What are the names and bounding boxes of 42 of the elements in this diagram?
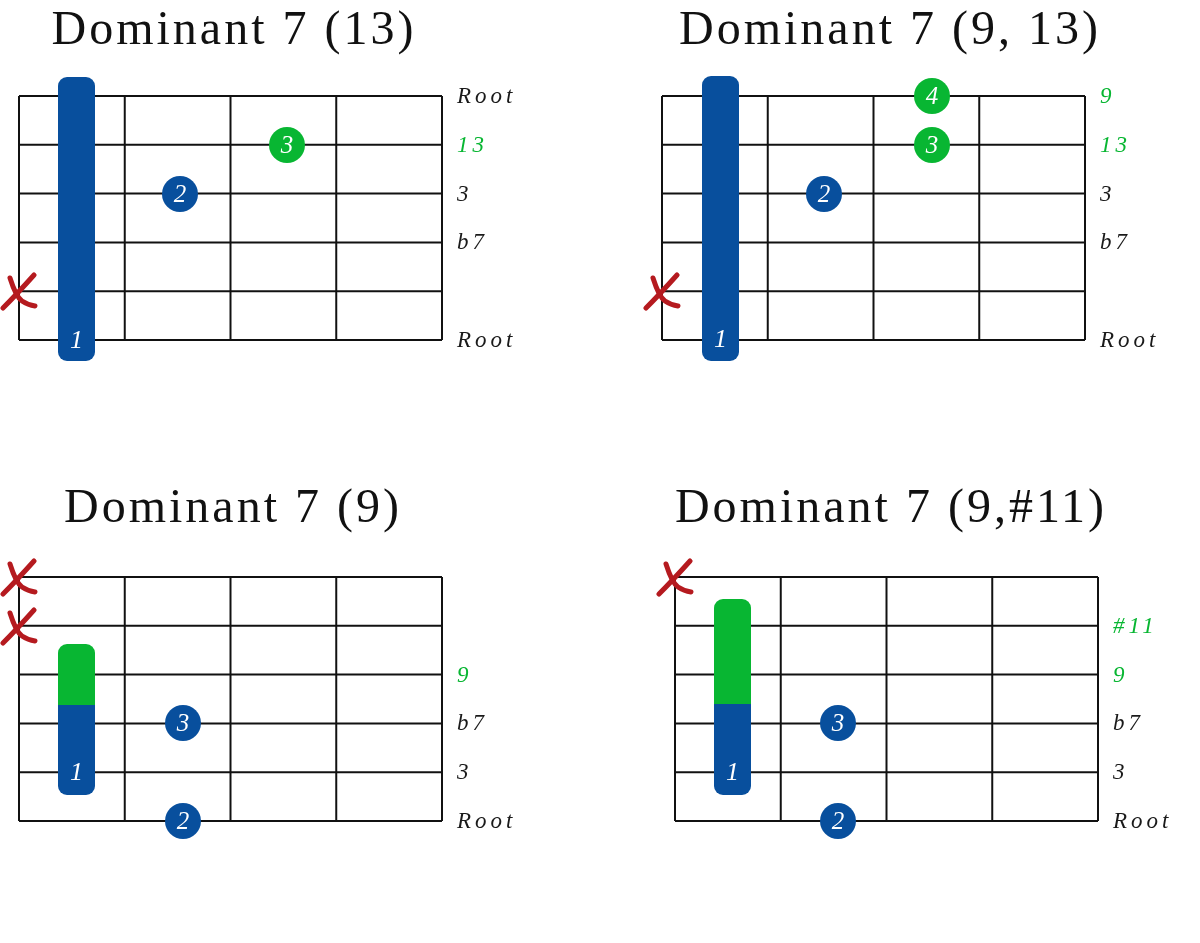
interval-label: b7 (457, 228, 488, 257)
finger-dot: 3 (165, 705, 201, 742)
finger-number: 1 (726, 757, 739, 787)
chord-title: Dominant 7 (9, 13) (679, 0, 1101, 56)
finger-dot: 3 (914, 126, 950, 163)
finger-number: 1 (70, 757, 83, 787)
chord-title: Dominant 7 (9) (64, 478, 402, 534)
finger-number: 1 (714, 324, 727, 354)
interval-label: 3 (1113, 758, 1129, 787)
interval-label: Root (457, 807, 517, 835)
chord-title: Dominant 7 (9,#11) (674, 478, 1108, 534)
interval-label: Root (457, 82, 517, 110)
interval-label: #11 (1113, 611, 1158, 640)
finger-number: 1 (70, 325, 83, 355)
interval-label: 9 (1113, 660, 1129, 689)
interval-label: 13 (1100, 130, 1131, 159)
interval-label: b7 (1113, 709, 1144, 738)
finger-dot: 3 (269, 126, 305, 163)
interval-label: Root (1113, 807, 1173, 835)
finger-dot: 4 (914, 78, 950, 114)
interval-label: 3 (457, 758, 473, 787)
finger-dot: 2 (165, 803, 201, 839)
barre-bar (58, 77, 95, 361)
finger-dot: 2 (806, 175, 842, 212)
interval-label: Root (457, 326, 517, 354)
barre-bar (58, 644, 95, 705)
interval-label: 9 (1100, 82, 1116, 110)
interval-label: b7 (1100, 228, 1131, 257)
finger-dot: 2 (820, 803, 856, 839)
interval-label: Root (1100, 326, 1160, 354)
chord-title: Dominant 7 (13) (51, 0, 417, 56)
interval-label: 13 (457, 130, 488, 159)
interval-label: 3 (1100, 179, 1116, 208)
barre-bar (714, 704, 751, 795)
interval-label: b7 (457, 709, 488, 738)
barre-bar (714, 599, 751, 704)
interval-label: 3 (457, 179, 473, 208)
barre-bar (702, 76, 739, 361)
finger-dot: 3 (820, 705, 856, 742)
finger-dot: 2 (162, 175, 198, 212)
barre-bar (58, 705, 95, 795)
interval-label: 9 (457, 660, 473, 689)
